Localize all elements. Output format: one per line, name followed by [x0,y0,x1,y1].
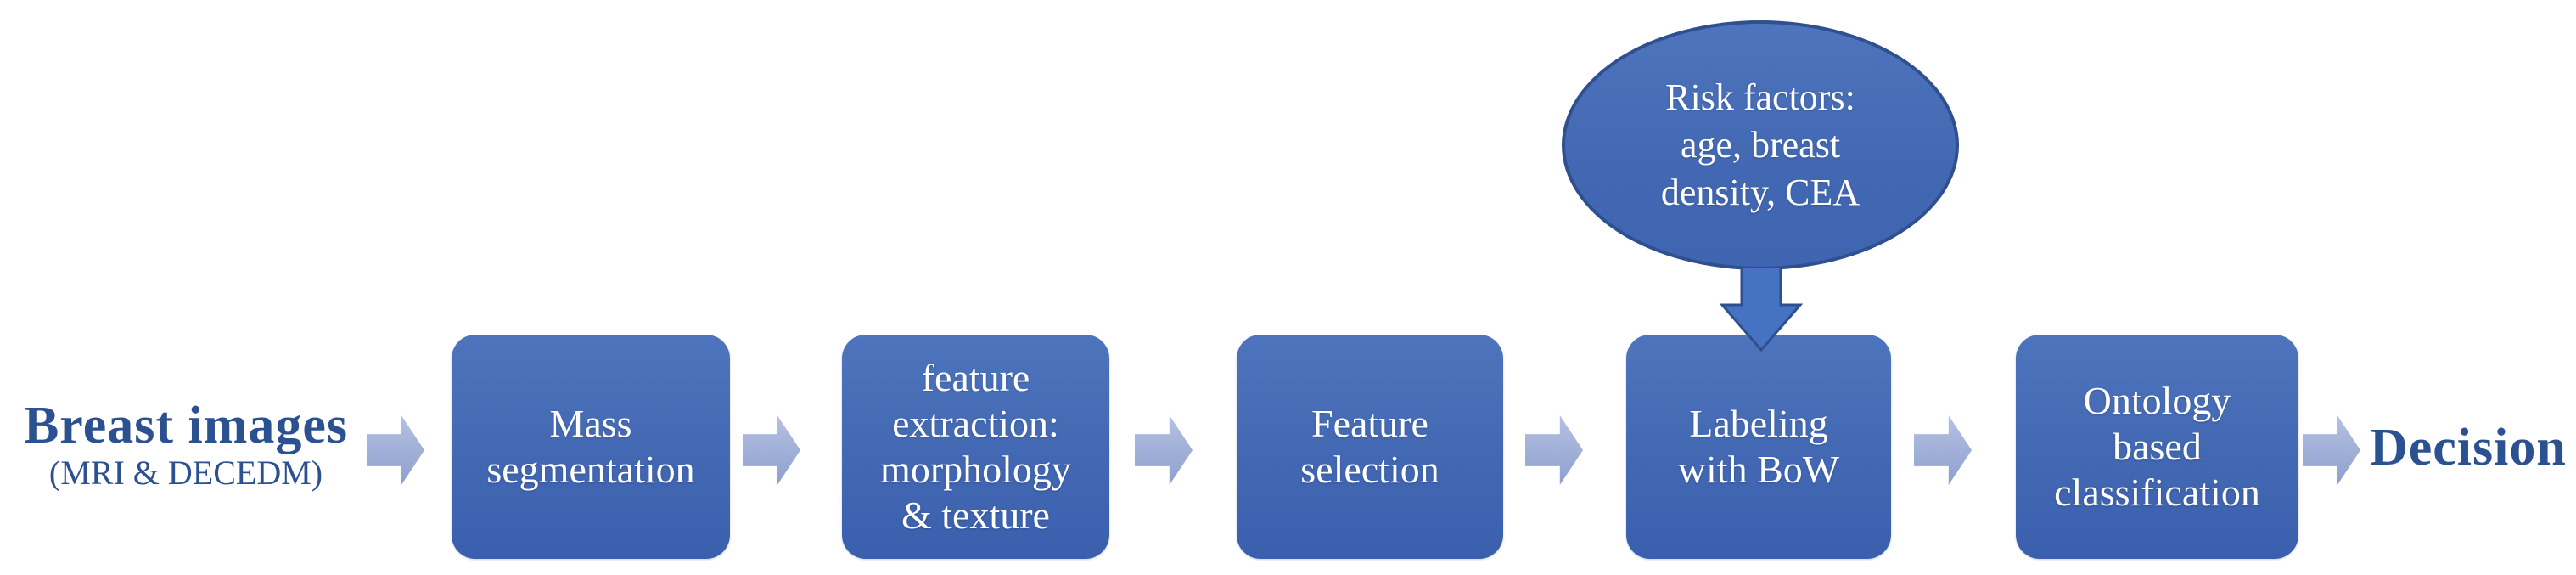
step-label-line: Ontology [2083,379,2231,422]
flow-arrow-2 [743,415,800,485]
step-label-line: segmentation [486,448,695,491]
step-label-line: & texture [901,493,1050,537]
step-label-line: Mass [549,402,632,445]
risk-factors-line: age, breast [1680,124,1841,166]
input-subtitle: (MRI & DECEDM) [48,454,323,492]
flow-arrow-6 [2303,415,2360,485]
input-label: Breast images (MRI & DECEDM) [0,397,372,493]
down-arrow-icon [1719,267,1804,352]
flow-arrow-1 [367,415,424,485]
step-label-line: classification [2054,471,2260,514]
risk-factors-line: density, CEA [1660,172,1860,213]
risk-factors-label: Risk factors: age, breast density, CEA [1661,74,1860,217]
step-label-line: morphology [880,448,1071,491]
output-label: Decision [2370,419,2567,476]
step-label-line: feature [921,356,1030,399]
step-label: Mass segmentation [486,401,694,493]
step-label-line: with BoW [1677,448,1840,491]
step-box-feature-extraction: feature extraction: morphology & texture [842,335,1109,559]
risk-factors-line: Risk factors: [1665,76,1855,118]
step-label: Ontology based classification [2054,378,2260,516]
step-label-line: Feature [1311,402,1428,445]
step-box-feature-selection: Feature selection [1237,335,1503,559]
step-box-ontology-classification: Ontology based classification [2016,335,2298,559]
step-box-mass-segmentation: Mass segmentation [452,335,730,559]
step-label: feature extraction: morphology & texture [880,355,1071,538]
flow-arrow-4 [1525,415,1583,485]
step-label: Feature selection [1300,401,1440,493]
step-label: Labeling with BoW [1678,401,1839,493]
flow-arrow-5 [1914,415,1972,485]
input-title: Breast images [23,397,349,454]
flow-arrow-3 [1135,415,1193,485]
step-label-line: selection [1300,448,1440,491]
step-box-labeling-with-bow: Labeling with BoW [1626,335,1891,559]
step-label-line: extraction: [892,402,1059,445]
risk-factors-ellipse: Risk factors: age, breast density, CEA [1562,20,1959,270]
step-label-line: Labeling [1689,402,1828,445]
step-label-line: based [2113,425,2202,468]
